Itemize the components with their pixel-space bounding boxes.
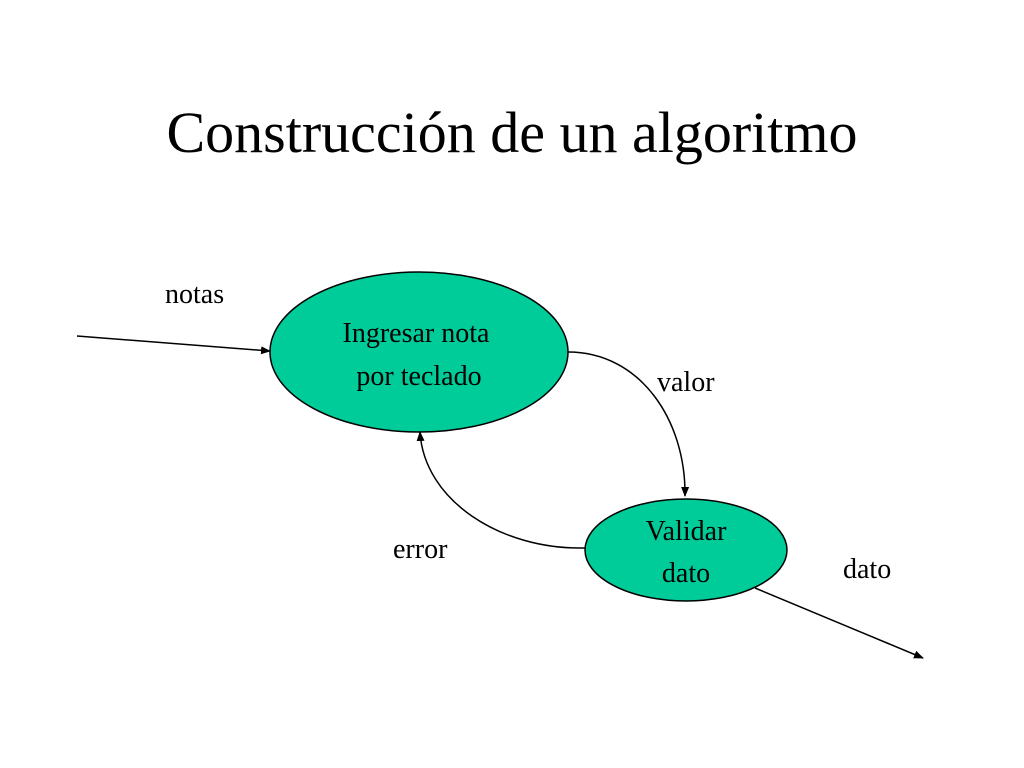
input-process-node xyxy=(269,271,569,433)
dato-flow-label: dato xyxy=(843,554,891,585)
valor-flow-arrow xyxy=(567,351,690,497)
valor-flow-label: valor xyxy=(657,367,715,398)
slide-title: Construcción de un algoritmo xyxy=(166,100,858,165)
error-flow-arrow xyxy=(416,431,586,549)
notas-flow-arrow xyxy=(76,335,271,355)
validate-process-label-line1: Validar xyxy=(646,516,728,547)
notas-flow-label: notas xyxy=(165,279,224,310)
input-process-label-line1: Ingresar nota xyxy=(343,318,491,349)
validate-process-label-line2: dato xyxy=(662,558,710,589)
error-flow-label: error xyxy=(393,534,448,565)
dato-flow-arrow xyxy=(754,587,924,659)
validate-process-node xyxy=(584,498,788,602)
input-process-label-line2: por teclado xyxy=(356,361,481,392)
